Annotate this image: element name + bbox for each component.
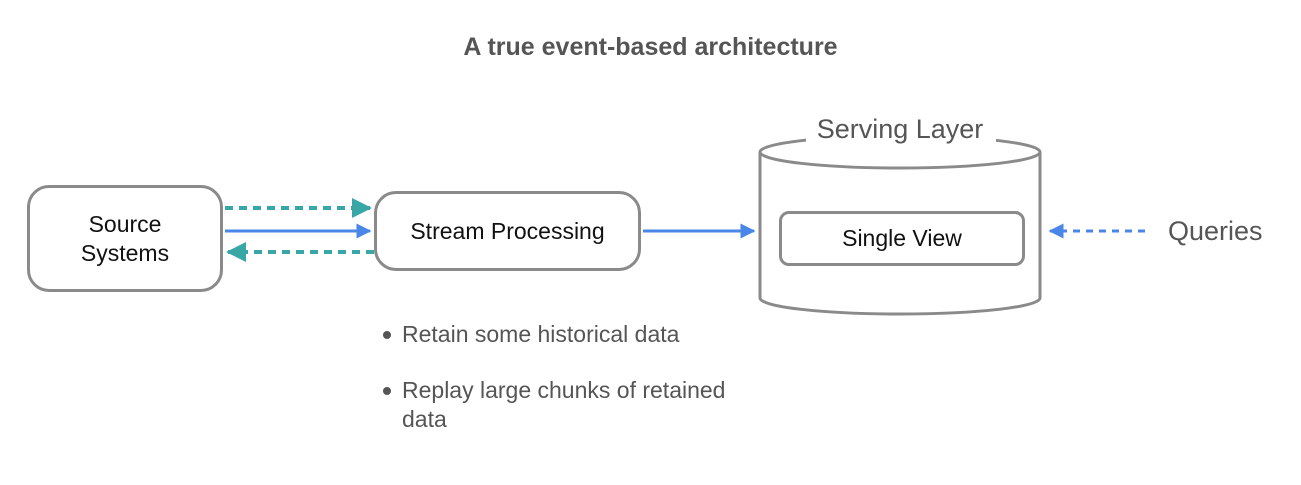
bullet-dot-icon [383, 331, 391, 339]
bullet-list: Retain some historical data Replay large… [380, 320, 740, 461]
single-view-node: Single View [779, 211, 1025, 266]
diagram-title: A true event-based architecture [463, 33, 838, 61]
serving-layer-label: Serving Layer [816, 114, 984, 144]
source-systems-label: Source Systems [80, 210, 170, 266]
queries-label: Queries [1168, 216, 1263, 246]
bullet-text: Retain some historical data [402, 321, 680, 347]
bullet-dot-icon [383, 387, 391, 395]
stream-processing-node: Stream Processing [374, 191, 641, 271]
single-view-label: Single View [842, 225, 962, 251]
stream-processing-label: Stream Processing [410, 217, 605, 244]
bullet-item: Replay large chunks of retained data [380, 376, 740, 434]
source-systems-node: Source Systems [27, 185, 223, 292]
bullet-text: Replay large chunks of retained data [402, 377, 726, 432]
bullet-item: Retain some historical data [380, 320, 740, 349]
